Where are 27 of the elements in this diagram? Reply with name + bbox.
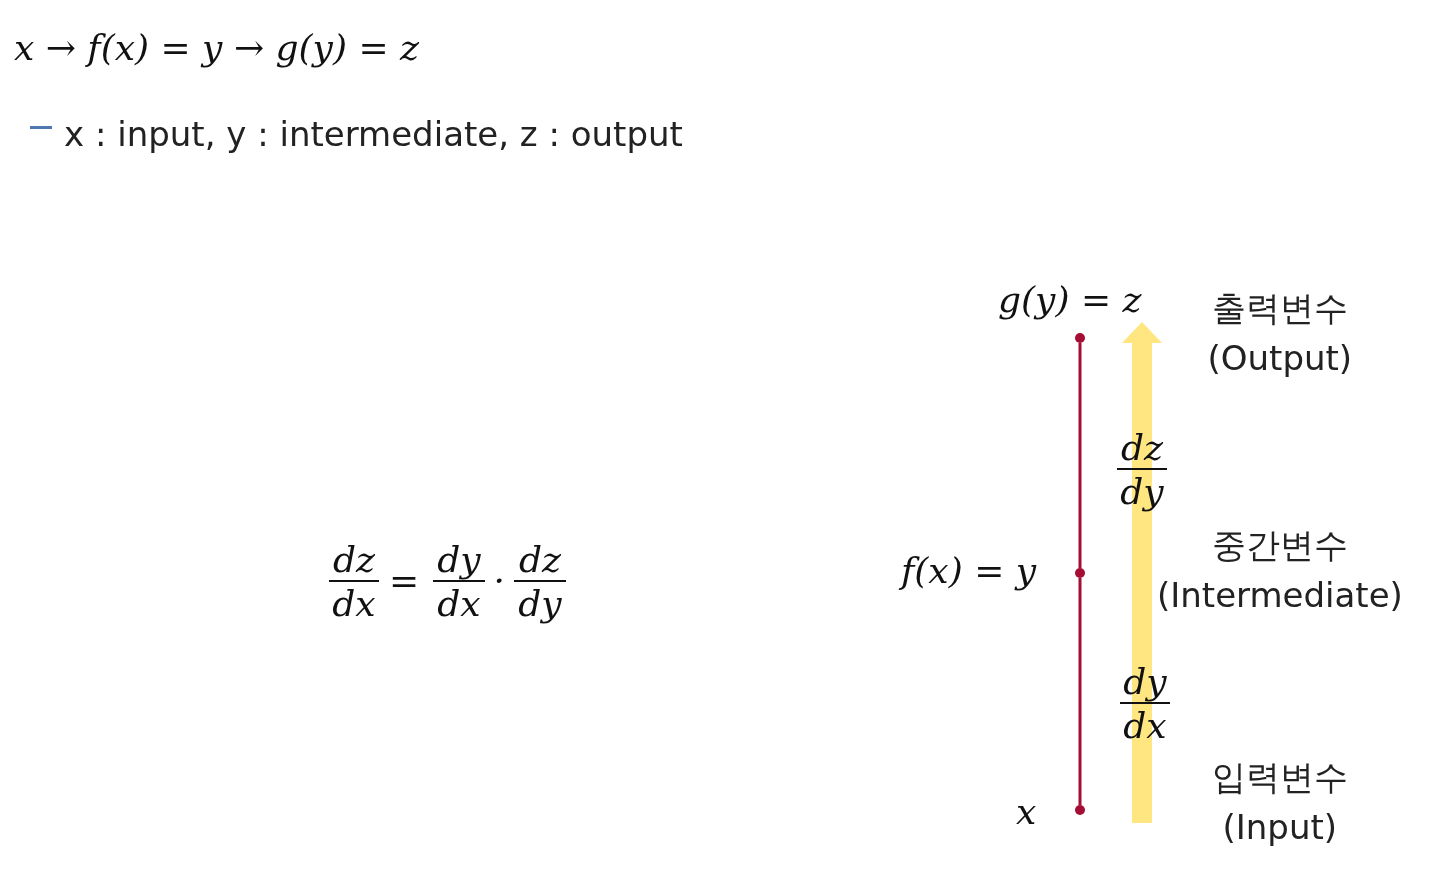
fraction-denominator: dy	[517, 584, 563, 624]
dot	[1075, 568, 1085, 578]
bullet-text: x : input, y : intermediate, z : output	[64, 116, 683, 154]
fraction-denominator: dx	[436, 584, 482, 624]
connector-line	[1078, 578, 1082, 805]
fraction-numerator: dy	[1120, 662, 1170, 704]
variable-label: (Output)	[1207, 340, 1353, 378]
dot-operator: ·	[493, 561, 505, 601]
fraction-numerator: dz	[1117, 428, 1167, 470]
equals-sign: =	[389, 561, 420, 601]
fraction-numerator: dz	[329, 540, 379, 582]
fraction-denominator: dx	[1122, 706, 1168, 746]
dot	[1075, 805, 1085, 815]
fraction-denominator: dx	[331, 584, 377, 624]
fraction-numerator: dy	[433, 540, 485, 582]
connector-line	[1078, 343, 1082, 568]
variable-label: 입력변수	[1212, 759, 1348, 797]
variable-label: (Intermediate)	[1157, 577, 1403, 615]
formula: x → f(x) = y → g(y) = z	[14, 28, 419, 68]
variable-label: 중간변수	[1212, 527, 1348, 565]
fraction-numerator: dz	[514, 540, 566, 582]
variable-label: (Input)	[1222, 809, 1338, 847]
formula: x	[1016, 792, 1037, 832]
dot	[1075, 333, 1085, 343]
fraction-denominator: dy	[1119, 472, 1165, 512]
formula: g(y) = z	[998, 280, 1142, 320]
variable-label: 출력변수	[1212, 290, 1348, 328]
